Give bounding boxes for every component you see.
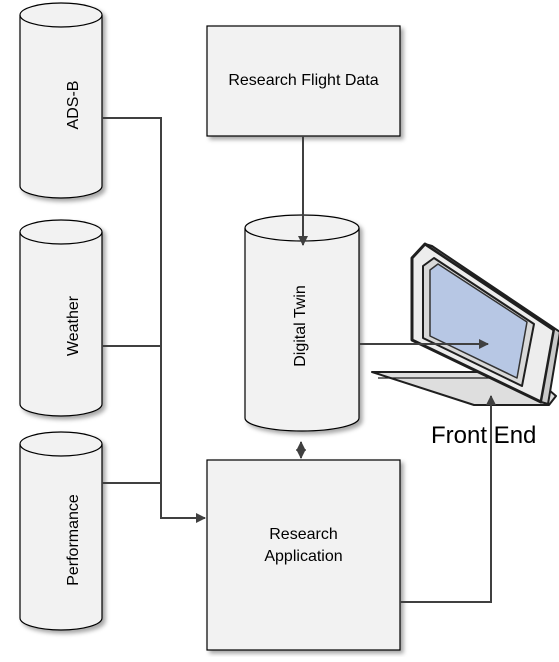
- performance-database: Performance: [19, 431, 103, 631]
- weather-database: Weather: [19, 219, 103, 417]
- front-end-label: Front End: [431, 422, 536, 449]
- research-application-box: Research Application: [206, 459, 401, 651]
- weather-label: Weather: [65, 295, 82, 356]
- adsb-connector: [102, 117, 162, 505]
- digital-twin-database: Digital Twin: [244, 214, 360, 432]
- adsb-label: ADS-B: [65, 81, 82, 130]
- research-application-label-line2: Application: [264, 548, 342, 565]
- sources-to-application-arrow: [160, 505, 206, 523]
- performance-label: Performance: [65, 494, 82, 586]
- computer-monitor-icon: [371, 242, 559, 406]
- digital-twin-label: Digital Twin: [292, 285, 309, 367]
- adsb-database: ADS-B: [19, 2, 103, 199]
- connectors: [102, 117, 496, 603]
- research-flight-data-label: Research Flight Data: [228, 72, 378, 89]
- research-application-label-line1: Research: [269, 526, 337, 543]
- research-flight-data-box: Research Flight Data: [206, 25, 401, 137]
- application-to-front-end-arrow: [400, 395, 496, 603]
